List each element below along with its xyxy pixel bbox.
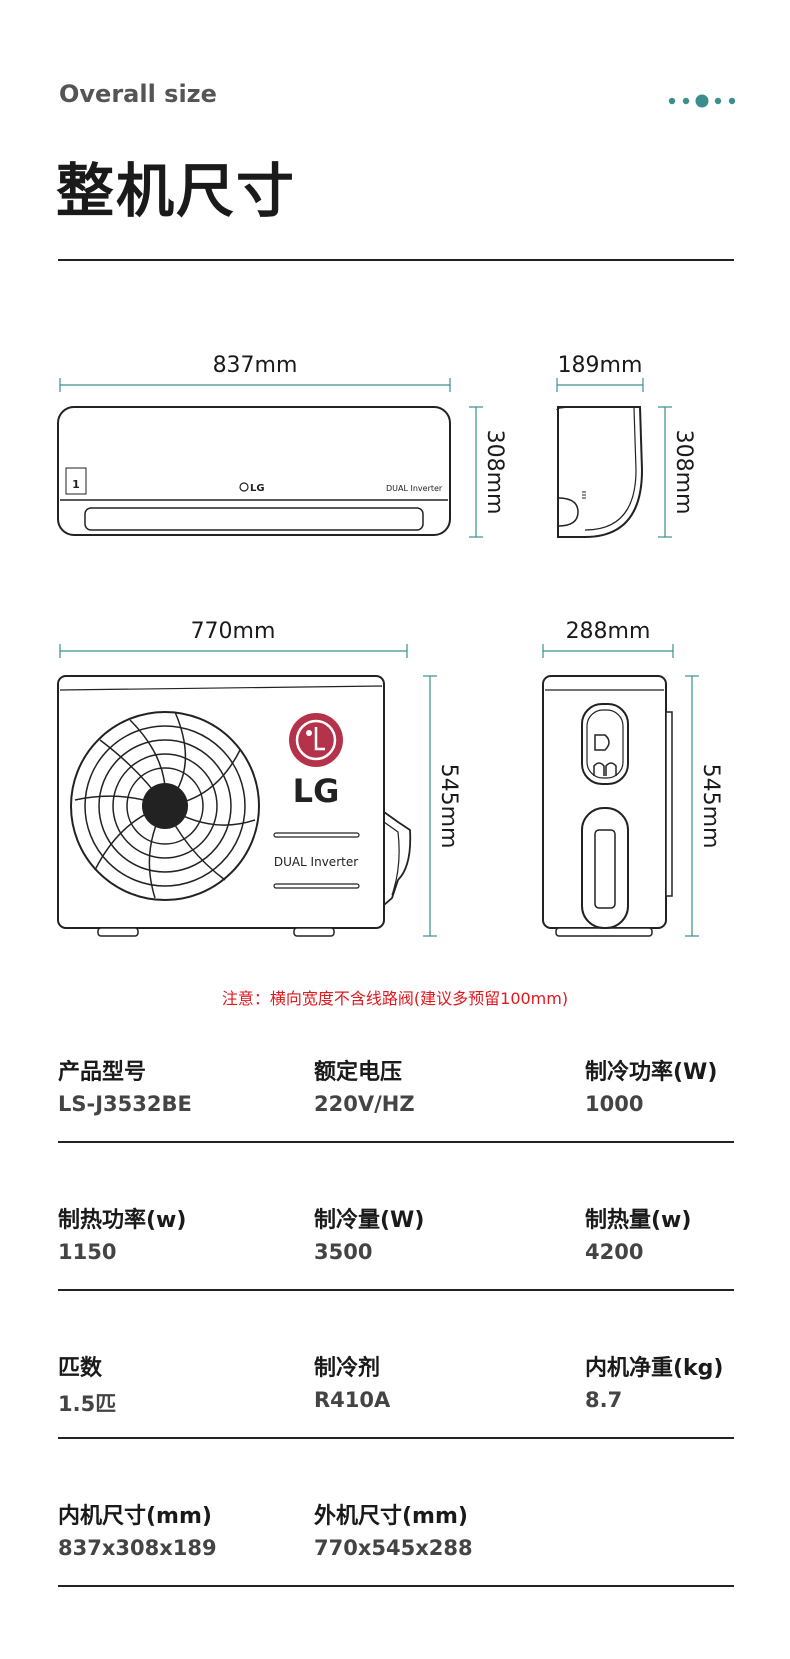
spec-divider [58, 1585, 734, 1587]
outdoor-unit-front: LG DUAL Inverter [57, 675, 412, 937]
spec-value: 8.7 [585, 1388, 623, 1412]
outdoor-brand: LG [293, 772, 340, 810]
indoor-side-height-label: 308mm [671, 430, 696, 515]
section-subtitle: Overall size [59, 80, 217, 108]
spec-row-4: 内机尺寸(mm) 837x308x189 外机尺寸(mm) 770x545x288 [58, 1498, 734, 1578]
spec-row-2: 制热功率(w) 1150 制冷量(W) 3500 制热量(w) 4200 [58, 1202, 734, 1282]
indoor-depth-label: 189mm [558, 353, 643, 378]
spec-label: 匹数 [58, 1356, 103, 1381]
spec-value: 1000 [585, 1092, 644, 1116]
outdoor-width-label: 770mm [191, 619, 276, 644]
indoor-depth-dimension: 189mm [556, 353, 644, 392]
spec-value: 1150 [58, 1240, 117, 1264]
spec-divider [58, 1141, 734, 1143]
indoor-side-height-dimension: 308mm [658, 406, 696, 538]
page-title: 整机尺寸 [56, 157, 297, 225]
indoor-brand: LG [250, 483, 265, 494]
indoor-width-dimension: 837mm [59, 353, 451, 392]
lg-logo-icon [289, 713, 343, 767]
spec-label: 制冷量(W) [314, 1208, 425, 1233]
indoor-unit-front: 1 LG DUAL Inverter [57, 406, 451, 536]
spec-label: 制热功率(w) [58, 1208, 187, 1233]
indoor-height-label: 308mm [482, 430, 507, 515]
indoor-model-text: DUAL Inverter [386, 484, 443, 493]
spec-divider [58, 1437, 734, 1439]
spec-value: R410A [314, 1388, 391, 1412]
spec-row-1: 产品型号 LS-J3532BE 额定电压 220V/HZ 制冷功率(W) 1000 [58, 1054, 734, 1134]
spec-divider [58, 1289, 734, 1291]
outdoor-height-dimension: 545mm [423, 675, 461, 937]
outdoor-depth-label: 288mm [566, 619, 651, 644]
indoor-unit-side [556, 406, 644, 538]
spec-label: 产品型号 [58, 1060, 147, 1085]
install-notice: 注意：横向宽度不含线路阀(建议多预留100mm) [221, 989, 569, 1008]
indoor-width-label: 837mm [213, 353, 298, 378]
spec-label: 制热量(w) [585, 1208, 692, 1233]
spec-label: 内机尺寸(mm) [58, 1504, 212, 1529]
fan-grille-icon [70, 711, 260, 901]
spec-value: 770x545x288 [314, 1536, 473, 1560]
outdoor-height-label: 545mm [436, 764, 461, 849]
spec-value: 4200 [585, 1240, 644, 1264]
outdoor-side-height-dimension: 545mm [685, 675, 723, 937]
outdoor-unit-side [542, 675, 673, 937]
spec-label: 额定电压 [314, 1060, 403, 1085]
energy-label-icon: 1 [72, 478, 80, 491]
indoor-height-dimension: 308mm [469, 406, 507, 538]
spec-label: 内机净重(kg) [585, 1356, 724, 1381]
spec-value: LS-J3532BE [58, 1092, 192, 1116]
dimension-drawings: 837mm 1 LG DUAL Inverter 308mm 189mm [57, 353, 723, 937]
pagination-dots-icon [668, 94, 736, 108]
spec-value: 1.5匹 [58, 1392, 117, 1416]
spec-value: 837x308x189 [58, 1536, 217, 1560]
header-divider [58, 259, 734, 261]
spec-label: 制冷功率(W) [585, 1060, 718, 1085]
spec-label: 外机尺寸(mm) [314, 1504, 468, 1529]
spec-value: 220V/HZ [314, 1092, 415, 1116]
outdoor-model-text: DUAL Inverter [274, 855, 358, 869]
spec-value: 3500 [314, 1240, 373, 1264]
outdoor-depth-dimension: 288mm [542, 619, 674, 658]
spec-row-3: 匹数 1.5匹 制冷剂 R410A 内机净重(kg) 8.7 [58, 1350, 734, 1430]
spec-label: 制冷剂 [314, 1356, 381, 1381]
outdoor-side-height-label: 545mm [698, 764, 723, 849]
outdoor-width-dimension: 770mm [59, 619, 408, 658]
